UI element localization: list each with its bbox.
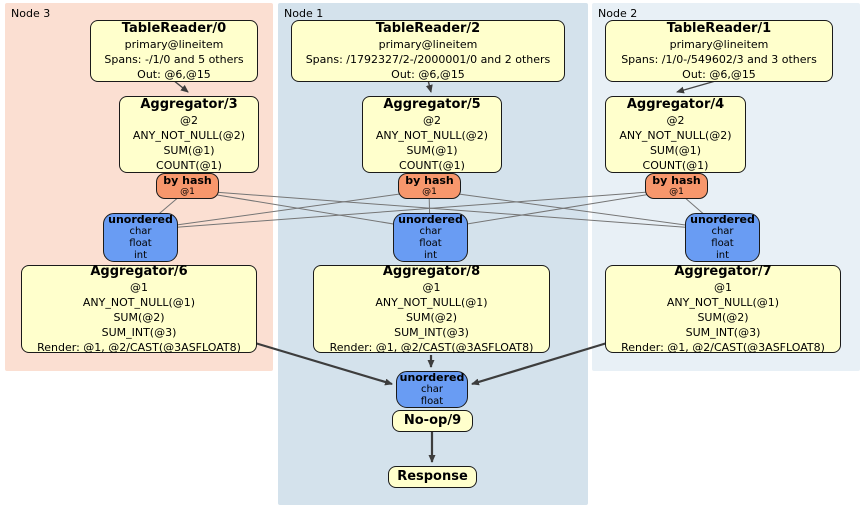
processor-detail: ANY_NOT_NULL(@1): [375, 295, 488, 309]
cluster-label-node1: Node 1: [284, 7, 324, 20]
aggregator-5-node: Aggregator/5 @2 ANY_NOT_NULL(@2) SUM(@1)…: [362, 96, 502, 173]
processor-detail: SUM(@2): [113, 310, 165, 324]
sync-detail: float: [419, 238, 442, 249]
processor-detail: Out: @6,@15: [682, 67, 756, 81]
processor-detail: primary@lineitem: [669, 37, 769, 51]
sync-title: unordered: [690, 213, 755, 226]
tablereader-2-node: TableReader/2 primary@lineitem Spans: /1…: [291, 20, 565, 82]
processor-detail: ANY_NOT_NULL(@1): [666, 295, 780, 309]
processor-detail: primary@lineitem: [378, 37, 478, 51]
processor-detail: Spans: -/1/0 and 5 others: [104, 52, 244, 66]
processor-detail: COUNT(@1): [399, 158, 465, 172]
unordered-sync-node1: unordered char float int: [393, 213, 468, 262]
hash-router-node3: by hash @1: [156, 173, 219, 199]
aggregator-7-node: Aggregator/7 @1 ANY_NOT_NULL(@1) SUM(@2)…: [605, 263, 841, 354]
processor-detail: Out: @6,@15: [391, 67, 465, 81]
sync-detail: float: [711, 238, 734, 249]
sync-detail: int: [133, 250, 148, 261]
hash-router-node1: by hash @1: [398, 173, 461, 199]
reader-to-aggregator-arrows: [172, 79, 720, 94]
tablereader-1-node: TableReader/1 primary@lineitem Spans: /1…: [605, 20, 833, 82]
processor-detail: SUM_INT(@3): [685, 325, 761, 339]
processor-detail: SUM_INT(@3): [394, 325, 469, 339]
hash-router-node2: by hash @1: [645, 173, 708, 199]
router-title: by hash: [652, 173, 701, 187]
processor-detail: ANY_NOT_NULL(@2): [375, 128, 489, 142]
processor-detail: @2: [423, 113, 441, 127]
processor-title: TableReader/2: [375, 20, 481, 36]
processor-detail: @2: [180, 113, 198, 127]
sync-title: unordered: [398, 213, 463, 226]
router-title: by hash: [405, 173, 454, 187]
processor-detail: ANY_NOT_NULL(@2): [619, 128, 732, 142]
unordered-sync-node3: unordered char float int: [103, 213, 178, 262]
tablereader-0-node: TableReader/0 primary@lineitem Spans: -/…: [90, 20, 258, 82]
processor-detail: SUM(@1): [406, 143, 458, 157]
hash-router-mesh-edges: [139, 189, 723, 231]
processor-detail: @1: [714, 280, 732, 294]
aggregator-3-node: Aggregator/3 @2 ANY_NOT_NULL(@2) SUM(@1)…: [119, 96, 259, 173]
response-node: Response: [388, 466, 477, 488]
processor-detail: Out: @6,@15: [137, 67, 211, 81]
sync-detail: float: [129, 238, 152, 249]
sync-detail: float: [420, 396, 444, 407]
sync-detail: char: [129, 226, 152, 237]
processor-detail: @1: [130, 280, 148, 294]
processor-detail: @2: [666, 113, 685, 127]
unordered-sync-final: unordered char float: [396, 371, 468, 408]
processor-detail: SUM(@1): [163, 143, 215, 157]
processor-detail: SUM(@2): [697, 310, 749, 324]
processor-detail: COUNT(@1): [156, 158, 222, 172]
sync-detail: char: [420, 384, 444, 395]
processor-detail: COUNT(@1): [642, 158, 709, 172]
processor-detail: @1: [422, 280, 441, 294]
noop-node: No-op/9: [392, 410, 473, 432]
processor-detail: Render: @1, @2/CAST(@3ASFLOAT8): [37, 340, 241, 354]
sync-detail: char: [419, 226, 442, 237]
processor-title: No-op/9: [403, 413, 462, 428]
processor-title: TableReader/0: [121, 20, 227, 36]
router-detail: @1: [422, 186, 437, 197]
aggregator-6-node: Aggregator/6 @1 ANY_NOT_NULL(@1) SUM(@2)…: [21, 263, 257, 354]
sync-detail: int: [423, 250, 438, 261]
cluster-label-node2: Node 2: [598, 7, 638, 20]
router-detail: @1: [669, 186, 684, 197]
sync-detail: char: [711, 226, 734, 237]
processor-title: TableReader/1: [666, 20, 772, 36]
processor-title: Aggregator/5: [383, 96, 481, 112]
processor-title: Aggregator/7: [674, 263, 772, 279]
sync-detail: int: [715, 250, 730, 261]
processor-detail: SUM_INT(@3): [101, 325, 177, 339]
processor-detail: Spans: /1792327/2-/2000001/0 and 2 other…: [305, 52, 551, 66]
processor-title: Aggregator/6: [90, 263, 188, 279]
aggregator-4-node: Aggregator/4 @2 ANY_NOT_NULL(@2) SUM(@1)…: [605, 96, 746, 173]
router-detail: @1: [180, 186, 195, 197]
processor-detail: SUM(@1): [649, 143, 702, 157]
final-merge-arrows: [254, 341, 608, 463]
processor-detail: ANY_NOT_NULL(@2): [132, 128, 246, 142]
processor-detail: SUM(@2): [405, 310, 458, 324]
processor-detail: primary@lineitem: [124, 37, 224, 51]
cluster-label-node3: Node 3: [11, 7, 51, 20]
processor-title: Aggregator/3: [140, 96, 238, 112]
sync-title: unordered: [399, 371, 465, 384]
processor-detail: Render: @1, @2/CAST(@3ASFLOAT8): [621, 340, 825, 354]
processor-title: Response: [397, 469, 468, 484]
processor-detail: Render: @1, @2/CAST(@3ASFLOAT8): [329, 340, 534, 354]
router-title: by hash: [163, 173, 212, 187]
processor-title: Aggregator/4: [626, 96, 725, 112]
unordered-sync-node2: unordered char float int: [685, 213, 760, 262]
processor-detail: ANY_NOT_NULL(@1): [82, 295, 196, 309]
aggregator-8-node: Aggregator/8 @1 ANY_NOT_NULL(@1) SUM(@2)…: [313, 263, 550, 354]
processor-title: Aggregator/8: [382, 263, 481, 279]
processor-detail: Spans: /1/0-/549602/3 and 3 others: [621, 52, 817, 66]
sync-title: unordered: [108, 213, 173, 226]
